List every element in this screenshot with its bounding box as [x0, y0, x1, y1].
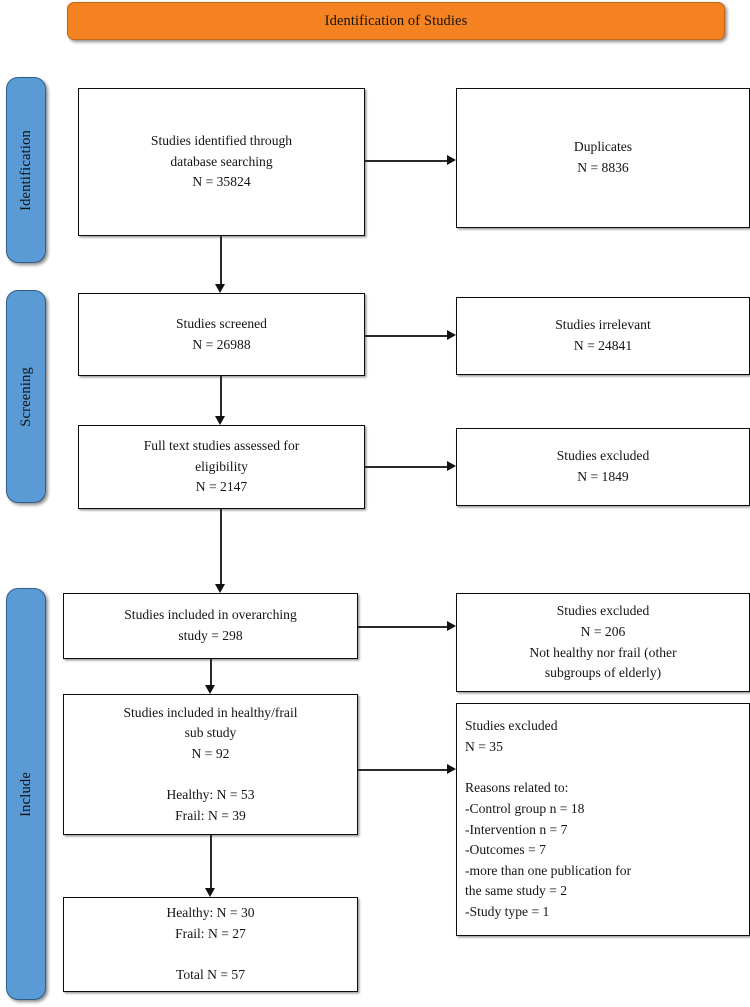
arrowhead-overarching-to-excluded-206 — [447, 621, 456, 631]
arrowhead-screened-to-fulltext — [215, 416, 225, 425]
node-studies-identified-text: Studies identified through database sear… — [150, 133, 293, 190]
stage-label-include-text: Include — [17, 771, 34, 817]
arrowhead-screened-to-irrelevant — [447, 330, 456, 340]
connector-fulltext-to-excluded-1849 — [365, 466, 447, 468]
connector-substudy-to-final — [210, 835, 212, 888]
node-studies-excluded-206-text: Studies excluded N = 206 Not healthy nor… — [529, 603, 677, 681]
stage-label-screening-text: Screening — [17, 366, 34, 427]
node-studies-irrelevant: Studies irrelevant N = 24841 — [456, 297, 750, 375]
connector-substudy-to-excluded-35 — [358, 769, 447, 771]
node-studies-screened: Studies screened N = 26988 — [78, 293, 365, 376]
arrowhead-identified-to-duplicates — [447, 155, 456, 165]
node-studies-screened-text: Studies screened N = 26988 — [176, 315, 267, 352]
connector-identified-to-duplicates — [365, 160, 447, 162]
node-included-sub-study-text: Studies included in healthy/frail sub st… — [123, 704, 298, 823]
stage-label-identification: Identification — [6, 77, 46, 263]
node-full-text-assessed-text: Full text studies assessed for eligibili… — [143, 438, 300, 495]
connector-screened-to-fulltext — [220, 376, 222, 416]
arrowhead-substudy-to-excluded-35 — [447, 764, 456, 774]
node-duplicates: Duplicates N = 8836 — [456, 88, 750, 228]
arrowhead-overarching-to-substudy — [205, 685, 215, 694]
stage-label-screening: Screening — [6, 290, 46, 503]
arrowhead-identified-to-screened — [215, 284, 225, 293]
stage-label-include: Include — [6, 588, 46, 1000]
identification-of-studies-banner: Identification of Studies — [67, 2, 725, 40]
node-full-text-assessed: Full text studies assessed for eligibili… — [78, 425, 365, 509]
node-included-overarching: Studies included in overarching study = … — [63, 593, 358, 659]
connector-screened-to-irrelevant — [365, 335, 447, 337]
node-studies-excluded-1849: Studies excluded N = 1849 — [456, 428, 750, 506]
node-studies-irrelevant-text: Studies irrelevant N = 24841 — [555, 317, 651, 353]
banner-title: Identification of Studies — [324, 12, 468, 29]
arrowhead-substudy-to-final — [205, 888, 215, 897]
connector-overarching-to-substudy — [210, 659, 212, 685]
stage-label-identification-text: Identification — [17, 129, 34, 211]
node-duplicates-text: Duplicates N = 8836 — [573, 139, 633, 175]
node-final-totals-text: Healthy: N = 30 Frail: N = 27 Total N = … — [166, 905, 255, 983]
node-studies-identified: Studies identified through database sear… — [78, 88, 365, 236]
node-studies-excluded-35-text: Studies excluded N = 35 Reasons related … — [465, 718, 632, 920]
node-included-sub-study: Studies included in healthy/frail sub st… — [63, 694, 358, 835]
node-studies-excluded-35: Studies excluded N = 35 Reasons related … — [456, 703, 750, 936]
connector-overarching-to-excluded-206 — [358, 626, 447, 628]
node-final-totals: Healthy: N = 30 Frail: N = 27 Total N = … — [63, 897, 358, 992]
arrowhead-fulltext-to-excluded-1849 — [447, 461, 456, 471]
node-studies-excluded-1849-text: Studies excluded N = 1849 — [556, 448, 650, 484]
node-studies-excluded-206: Studies excluded N = 206 Not healthy nor… — [456, 593, 750, 692]
arrowhead-fulltext-to-overarching — [215, 584, 225, 593]
connector-fulltext-to-overarching — [220, 509, 222, 584]
node-included-overarching-text: Studies included in overarching study = … — [124, 607, 297, 643]
connector-identified-to-screened — [220, 236, 222, 284]
